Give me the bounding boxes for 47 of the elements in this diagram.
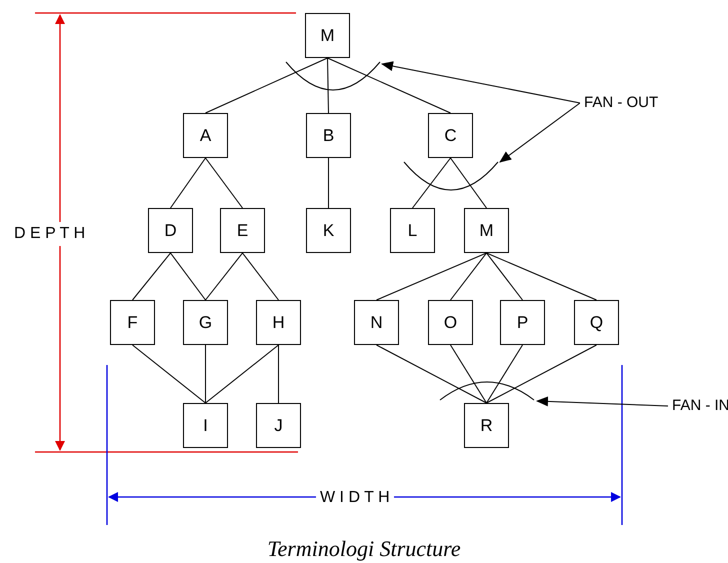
connector-line — [327, 58, 329, 114]
connector-line — [486, 344, 523, 404]
connector-line — [450, 158, 487, 208]
connector-line — [327, 58, 451, 114]
connector-line — [205, 344, 279, 404]
leader-arrow — [536, 396, 668, 406]
connector-line — [278, 344, 279, 404]
connector-line — [412, 158, 451, 208]
leader-arrow — [499, 102, 580, 163]
caption: Terminologi Structure — [266, 535, 462, 563]
connector-line — [170, 252, 206, 300]
tree-box: I — [183, 403, 228, 448]
tree-box: H — [256, 300, 301, 345]
tree-box: B — [306, 113, 351, 158]
connector-line — [242, 252, 279, 300]
tree-box: A — [183, 113, 228, 158]
connector-line — [205, 58, 328, 114]
connector-line — [170, 158, 206, 208]
tree-box: D — [148, 208, 193, 253]
connector-line — [376, 252, 487, 300]
connector-line — [328, 158, 329, 208]
tree-box: M — [464, 208, 509, 253]
connector-line — [205, 252, 243, 300]
connector-line — [376, 344, 487, 404]
connector-line — [486, 344, 597, 404]
tree-box: P — [500, 300, 545, 345]
connector-line — [132, 252, 171, 300]
leader-arrow — [381, 61, 580, 104]
tree-box: L — [390, 208, 435, 253]
tree-box: K — [306, 208, 351, 253]
tree-box: Q — [574, 300, 619, 345]
tree-box: C — [428, 113, 473, 158]
connector-line — [205, 344, 206, 404]
tree-box: O — [428, 300, 473, 345]
connector-line — [205, 158, 243, 208]
connector-line — [450, 252, 487, 300]
tree-box: J — [256, 403, 301, 448]
connector-line — [132, 344, 206, 404]
tree-box: R — [464, 403, 509, 448]
tree-box: G — [183, 300, 228, 345]
connector-line — [486, 252, 523, 300]
tree-box: F — [110, 300, 155, 345]
connector-line — [486, 252, 597, 300]
tree-box: N — [354, 300, 399, 345]
tree-box: E — [220, 208, 265, 253]
connector-line — [450, 344, 487, 404]
tree-box: M — [305, 13, 350, 58]
